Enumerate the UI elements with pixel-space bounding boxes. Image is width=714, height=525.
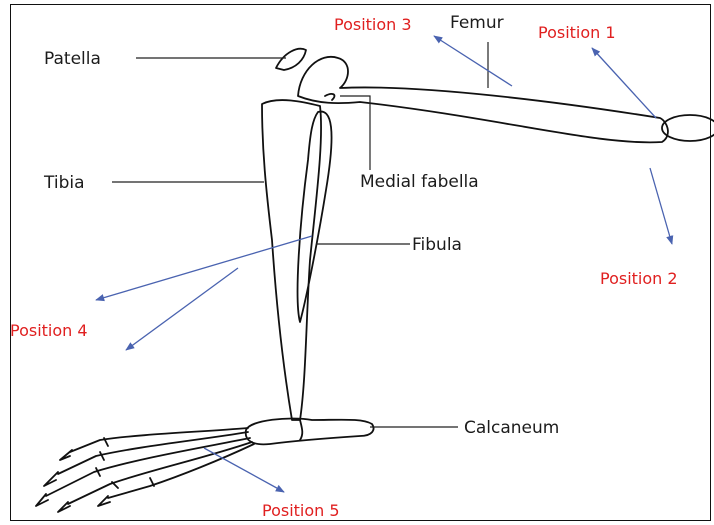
label-position-4: Position 4 bbox=[10, 321, 88, 340]
label-patella: Patella bbox=[44, 49, 101, 69]
femur-bone bbox=[298, 57, 714, 143]
position-5-arrow bbox=[204, 448, 284, 492]
label-position-3: Position 3 bbox=[334, 15, 412, 34]
position-4-arrow-b bbox=[126, 268, 238, 350]
label-medial-fabella: Medial fabella bbox=[360, 172, 479, 192]
label-position-1: Position 1 bbox=[538, 23, 616, 42]
patella-bone bbox=[276, 49, 306, 70]
leader-medial-fabella bbox=[340, 96, 370, 170]
tibia-bone bbox=[262, 100, 321, 420]
label-fibula: Fibula bbox=[412, 235, 462, 255]
label-tibia: Tibia bbox=[43, 173, 85, 193]
position-3-arrow bbox=[434, 36, 512, 86]
label-position-5: Position 5 bbox=[262, 501, 340, 520]
position-1-arrow bbox=[592, 48, 656, 118]
calcaneum-bone bbox=[246, 418, 374, 444]
foot-toes bbox=[36, 428, 254, 512]
position-4-arrow-a bbox=[96, 236, 312, 300]
label-calcaneum: Calcaneum bbox=[464, 418, 559, 438]
position-2-arrow bbox=[650, 168, 672, 244]
label-femur: Femur bbox=[450, 13, 504, 33]
label-position-2: Position 2 bbox=[600, 269, 678, 288]
